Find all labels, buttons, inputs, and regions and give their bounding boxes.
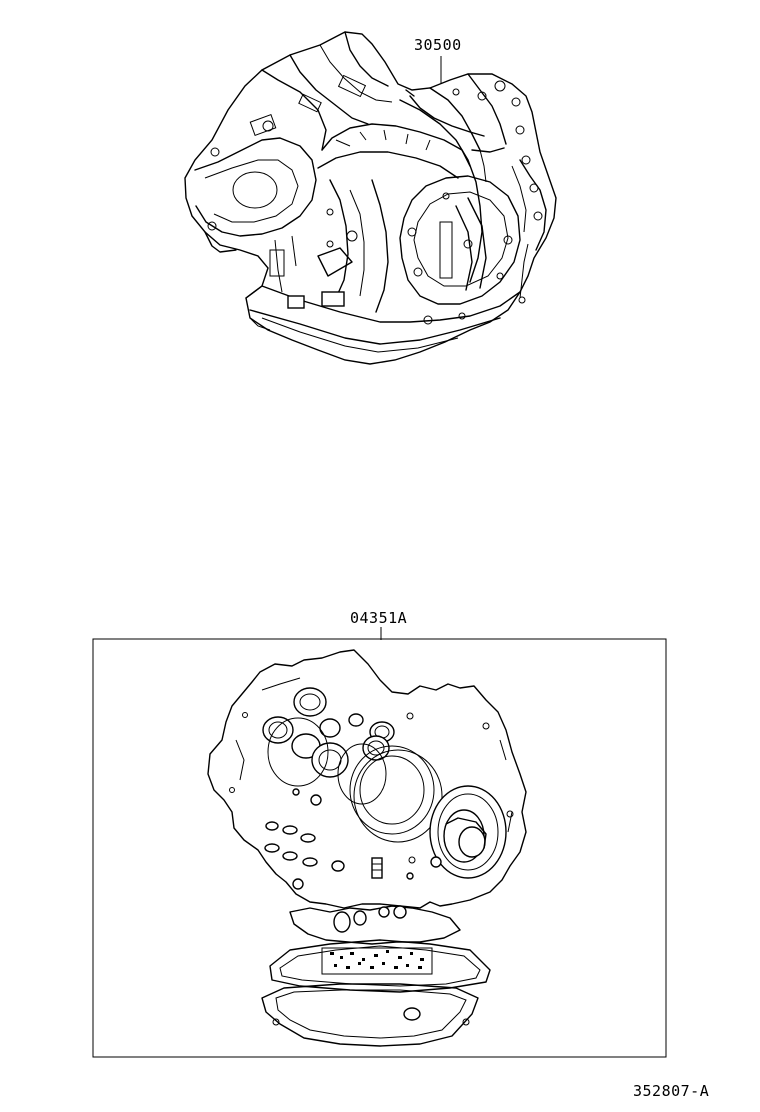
kit-frame (92, 638, 667, 1058)
part-number-transaxle-assembly: 30500 (414, 36, 462, 54)
gasket-kit-illustration (92, 627, 667, 1058)
part-number-overhaul-gasket-kit: 04351A (350, 609, 408, 627)
transaxle-assembly-illustration (184, 31, 557, 365)
diagram-reference-number: 352807-A (633, 1082, 710, 1100)
